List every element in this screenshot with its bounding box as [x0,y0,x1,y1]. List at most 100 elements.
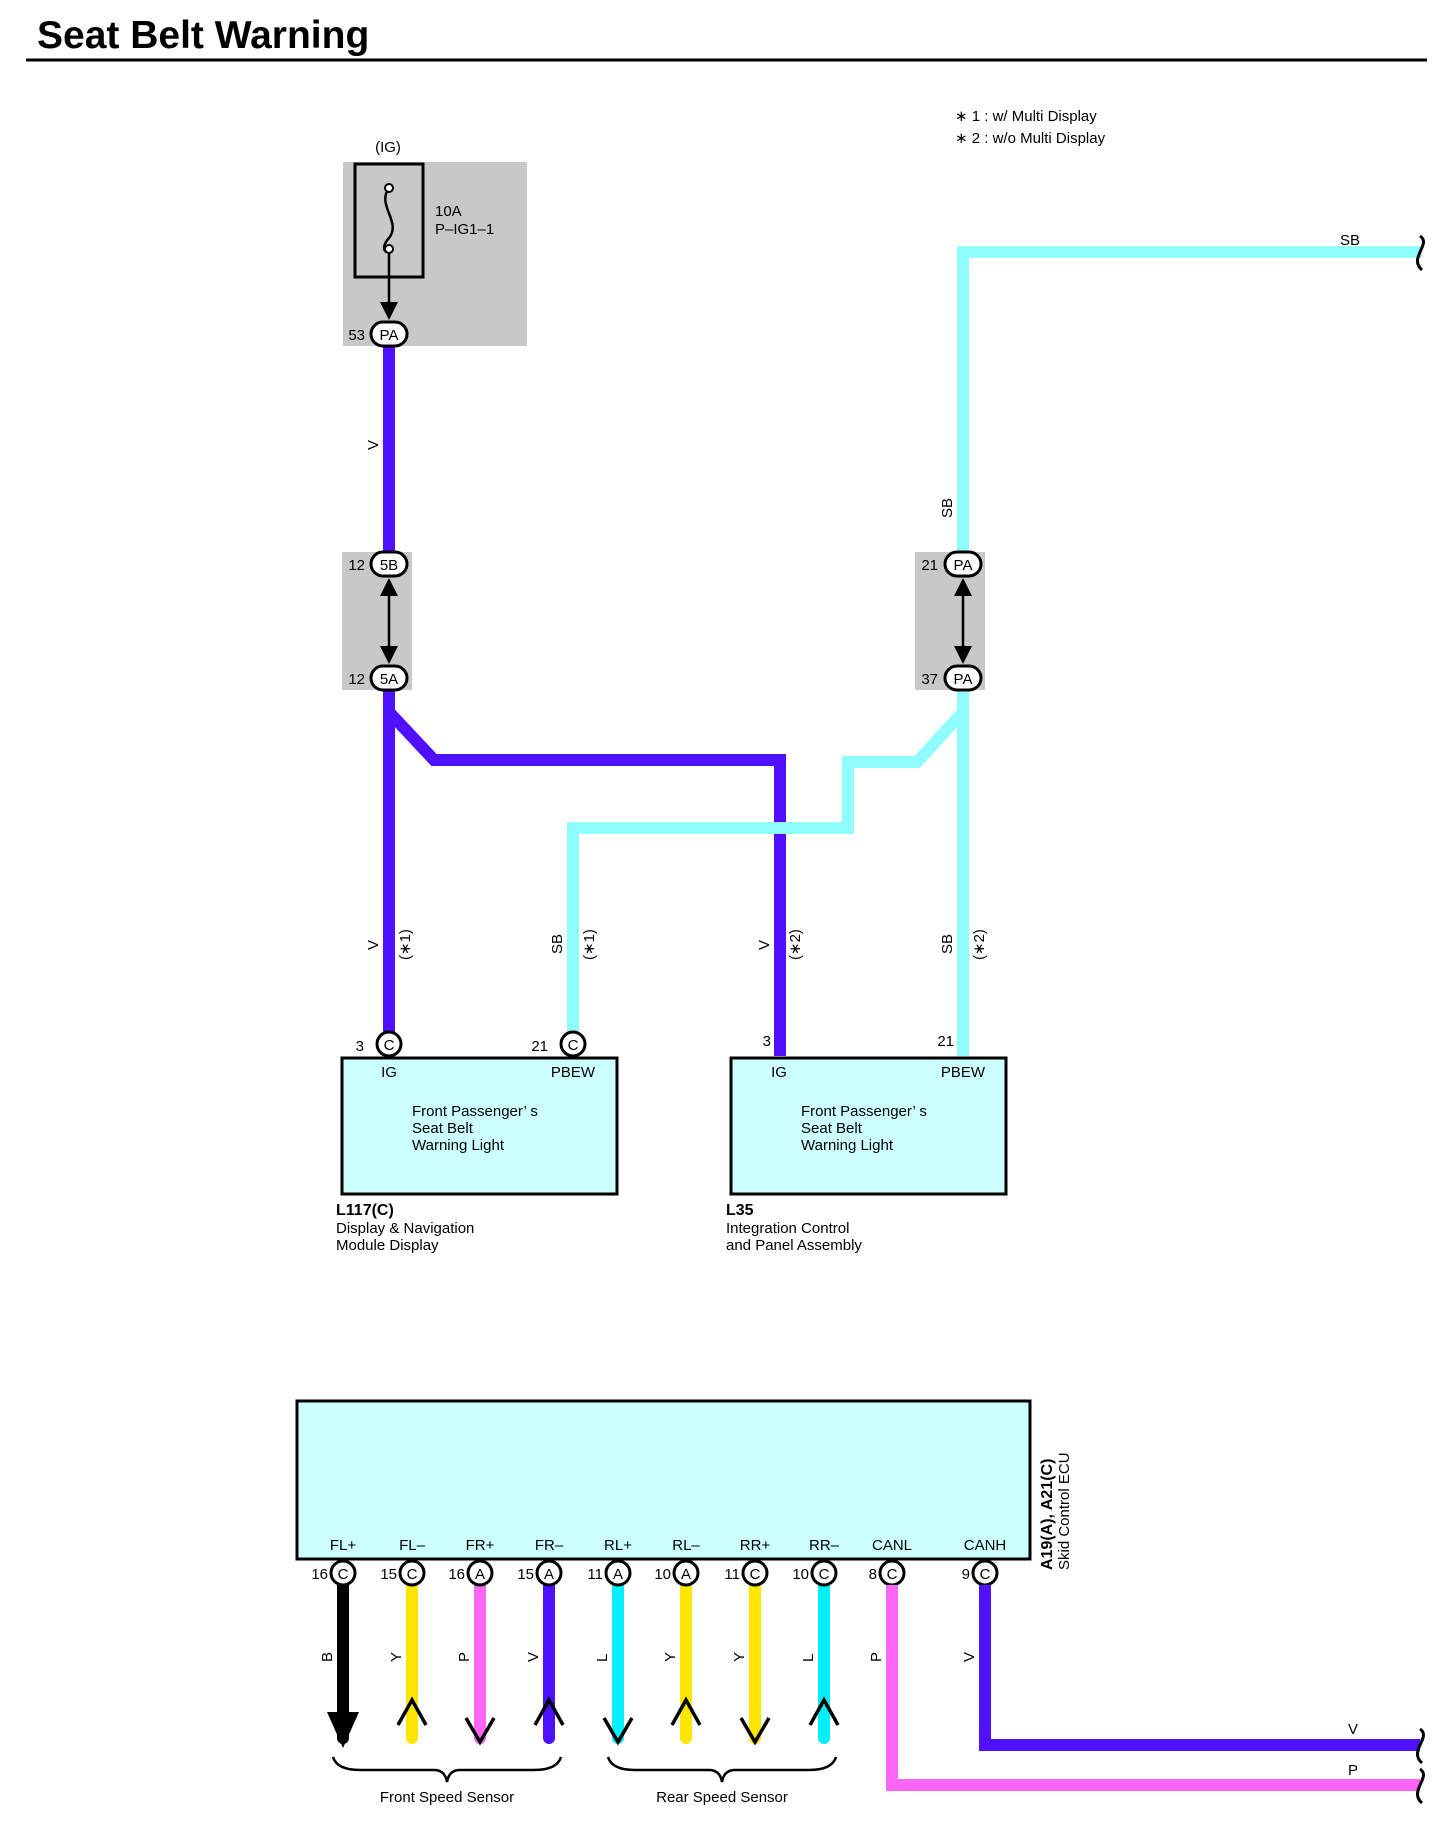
ecu-pin-number: 11 [724,1566,740,1583]
ecu-pin-conn-label: C [338,1566,349,1583]
ecu-pin-number: 11 [587,1566,603,1583]
l117-ig-pin: 3 [356,1038,364,1055]
ecu-pin: Y RL–10 A [654,1537,702,1744]
can-wires [886,1585,1420,1791]
arrow-down-icon [327,1712,359,1748]
l117-ig-name: IG [381,1064,397,1081]
junction-left: 12 5B 12 5A [348,550,409,692]
ecu-pin-name: FL– [399,1537,426,1554]
arrow-up-icon [533,1696,565,1726]
ecu-pin: L RR–10 C [792,1537,840,1744]
ecu-pin-wire-label: Y [388,1652,405,1662]
arrow-up-icon [670,1696,702,1726]
ecu-pin-name: RR+ [740,1537,771,1554]
l35-inner-3: Warning Light [801,1137,894,1154]
note-2: ∗ 2 : w/o Multi Display [955,130,1106,147]
l117-id: L117(C) [336,1202,394,1219]
junction-left-arrow-up-icon [380,578,398,596]
ecu-pin-conn-label: A [475,1566,485,1583]
ecu-pin-conn-label: C [750,1566,761,1583]
note-1: ∗ 1 : w/ Multi Display [955,108,1097,125]
fuse-rating: 10A [435,203,462,220]
ecu-pin: Y FL–15 C [380,1537,428,1744]
ecu-pin-number: 10 [792,1566,809,1583]
l35-pbew-name: PBEW [941,1064,986,1081]
ecu-pin-connector [672,1559,700,1587]
ecu-pin-name: RL– [672,1537,700,1554]
ecu-pin-conn-label: C [819,1566,830,1583]
ecu-pin-wire-label: Y [731,1652,748,1662]
ecu-pin-wire-label: L [594,1654,611,1662]
ecu-pin-number: 10 [654,1566,671,1583]
wire-sb-top [957,246,1422,554]
wire-sb-l117 [567,707,968,1036]
ecu-pin-name: RR– [809,1537,840,1554]
ecu-pin-number: 16 [448,1566,465,1583]
junction-right-bottom-connector [943,664,983,692]
can-p-label: P [1348,1762,1358,1779]
ecu-pin-connector [329,1559,357,1587]
l117-desc-2: Module Display [336,1237,439,1254]
sb-top-label: SB [1340,232,1360,249]
ecu-pin-connector [535,1559,563,1587]
label-sb-c1-note: (∗1) [581,929,598,960]
fuse-shade [343,162,527,346]
wire-v-l35 [384,707,786,1056]
junction-left-bottom-connector [369,664,409,692]
l35-inner-1: Front Passenger’ s [801,1103,927,1120]
ecu-pin-number: 15 [380,1566,397,1583]
label-v-c1: V [365,940,382,950]
l35-inner-2: Seat Belt [801,1120,863,1137]
wires [383,246,1422,1056]
ecu-pin-connector [604,1559,632,1587]
l117-ig-connector [375,1030,403,1058]
ecu-pin-connector [466,1559,494,1587]
ecu-pin-conn-label: A [681,1566,691,1583]
arrow-down-icon [602,1717,634,1746]
ecu-pin-number: 9 [962,1566,970,1583]
ecu-pin-connector [741,1559,769,1587]
label-v-c1-note: (∗1) [397,929,414,960]
l35-desc-2: and Panel Assembly [726,1237,862,1254]
ecu-pin-number: 8 [869,1566,877,1583]
l117-inner-1: Front Passenger’ s [412,1103,538,1120]
junction-right-top-pin: 21 [921,557,938,574]
ecu-pin-conn-label: C [887,1566,898,1583]
ecu-pin-wire-label: P [456,1652,473,1662]
ecu-pin-number: 15 [517,1566,534,1583]
rear-sensor-label: Rear Speed Sensor [656,1789,788,1806]
l117-inner-2: Seat Belt [412,1120,474,1137]
junction-left-top-label: 5B [380,557,398,574]
fuse-connector-pin: 53 [348,327,365,344]
component-l35: 3 21 IG PBEW Front Passenger’ s Seat Bel… [726,1033,1008,1254]
l117-pbew-pin: 21 [531,1038,548,1055]
ecu-pin-connector [810,1559,838,1587]
ecu-pin-wire-label: P [868,1652,885,1662]
ecu-pin-name: CANL [872,1537,912,1554]
junction-right-arrow-up-icon [954,578,972,596]
fuse-connector-label: PA [380,327,399,344]
ecu-pin-wire-label: B [319,1652,336,1662]
l35-id: L35 [726,1202,754,1219]
ecu-pin-wire-label: L [800,1654,817,1662]
sb-break-icon [1415,234,1425,272]
fuse-name: P–IG1–1 [435,221,494,238]
front-sensor-brace [331,1756,563,1783]
label-v-main: V [365,440,382,450]
ecu-pin-wire-label: V [525,1652,542,1662]
ecu-pin-name: RL+ [604,1537,632,1554]
l117-pbew-conn-label: C [568,1037,579,1054]
ecu-pin-conn-label: C [407,1566,418,1583]
l117-ig-conn-label: C [384,1037,395,1054]
ecu-pin-wire-label: V [961,1652,978,1662]
wire-can-p [886,1585,1420,1791]
ecu-pin-wire-label: Y [662,1652,679,1662]
ecu-box [295,1399,1032,1561]
l35-desc-1: Integration Control [726,1220,849,1237]
ecu-pin: Y RR+11 C [724,1537,771,1746]
fuse-block: (IG) 10A P–IG1–1 [343,139,527,346]
junction-right-top-connector [943,550,983,578]
